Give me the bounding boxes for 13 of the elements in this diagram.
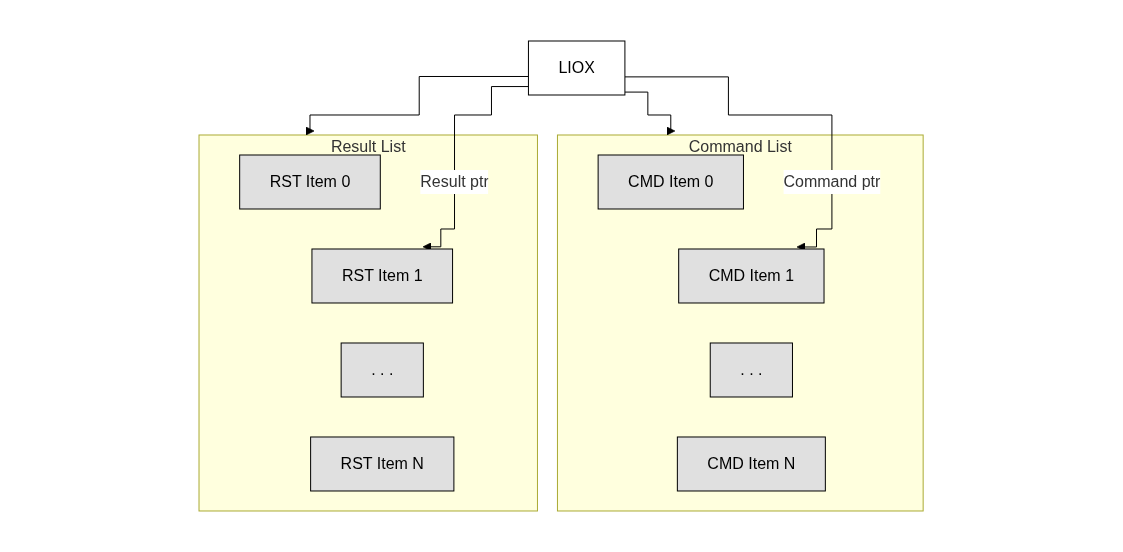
arrow: [624, 91, 676, 136]
node-box: . . .: [710, 342, 794, 398]
arrow: [306, 76, 530, 136]
node-box: CMD Item 1: [678, 248, 825, 304]
node-box: CMD Item 0: [598, 154, 745, 210]
node-box: . . .: [341, 342, 425, 398]
node-box: CMD Item N: [677, 436, 827, 492]
node-box: RST Item N: [310, 436, 455, 492]
edge-label: Result ptr: [420, 173, 490, 190]
node-box: LIOX: [528, 40, 626, 96]
node-box: RST Item 0: [239, 154, 382, 210]
edge-label: Command ptr: [783, 173, 881, 190]
node-box: RST Item 1: [311, 248, 454, 304]
